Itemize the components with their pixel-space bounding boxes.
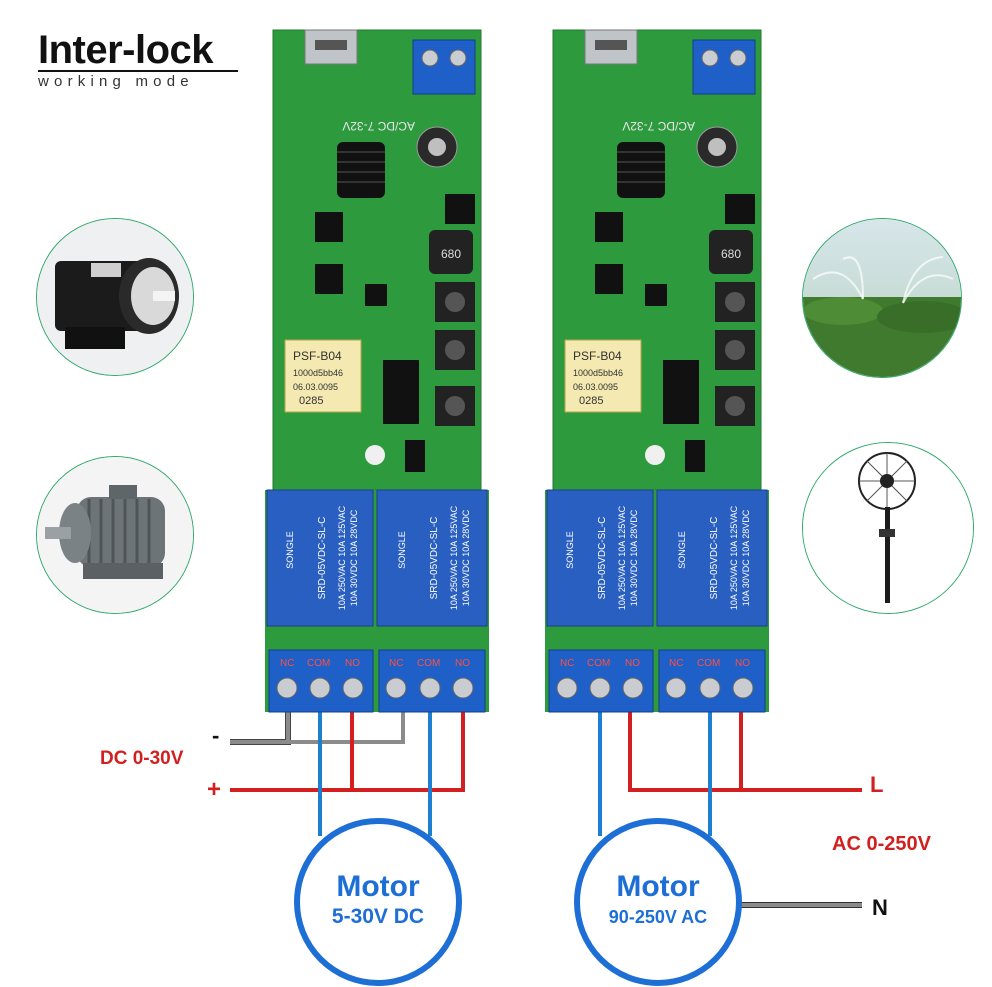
svg-text:NC: NC xyxy=(389,658,403,669)
ac-line-label: L xyxy=(870,772,884,797)
ac-line-wire xyxy=(628,712,862,792)
ac-supply-label: AC 0-250V xyxy=(832,833,931,855)
svg-text:10A 250VAC 10A 125VAC: 10A 250VAC 10A 125VAC xyxy=(617,505,627,610)
inductor-label: 680 xyxy=(721,247,741,261)
module-line-1: PSF-B04 xyxy=(573,349,622,363)
svg-text:10A 250VAC 10A 125VAC: 10A 250VAC 10A 125VAC xyxy=(449,505,459,610)
relay-left-2: SRD-05VDC-SL-C 10A 250VAC 10A 125VAC 10A… xyxy=(376,489,488,627)
wifi-module xyxy=(284,339,362,413)
ac-motor-circle: Motor 90-250V AC xyxy=(574,818,742,986)
dc-plus-label: + xyxy=(207,776,222,803)
dc-wiring xyxy=(230,712,465,836)
svg-text:NC: NC xyxy=(280,658,294,669)
svg-text:SRD-05VDC-SL-C: SRD-05VDC-SL-C xyxy=(429,517,440,600)
output-terminal-right-1: NC COM NO xyxy=(548,649,654,713)
svg-text:NO: NO xyxy=(735,658,750,669)
svg-text:10A 30VDC 10A 28VDC: 10A 30VDC 10A 28VDC xyxy=(741,509,751,606)
board-voltage-label: AC/DC 7-32V xyxy=(342,119,415,133)
svg-text:10A 30VDC 10A 28VDC: 10A 30VDC 10A 28VDC xyxy=(349,509,359,606)
page-title: Inter-lock xyxy=(38,28,214,72)
svg-text:10A 30VDC 10A 28VDC: 10A 30VDC 10A 28VDC xyxy=(461,509,471,606)
svg-text:NC: NC xyxy=(669,658,683,669)
relay-board-right: 680 PSF-B04 1000d5bb46 06.03.0095 0285 S… xyxy=(545,29,769,713)
svg-text:10A 30VDC 10A 28VDC: 10A 30VDC 10A 28VDC xyxy=(629,509,639,606)
module-line-3: 06.03.0095 xyxy=(573,382,618,392)
output-terminal-right-2: NC COM NO xyxy=(658,649,766,713)
svg-text:SONGLE: SONGLE xyxy=(677,531,687,569)
svg-text:SONGLE: SONGLE xyxy=(285,531,295,569)
power-terminal xyxy=(692,39,756,95)
rf-coil xyxy=(617,142,665,198)
dc-plus-wire xyxy=(230,712,465,792)
rf-coil xyxy=(337,142,385,198)
relay-right-1: SRD-05VDC-SL-C 10A 250VAC 10A 125VAC 10A… xyxy=(546,489,654,627)
output-terminal-left-2: NC COM NO xyxy=(378,649,486,713)
module-line-3: 06.03.0095 xyxy=(293,382,338,392)
fan-photo xyxy=(802,442,974,614)
wifi-module xyxy=(564,339,642,413)
module-line-4: 0285 xyxy=(299,395,323,407)
module-line-2: 1000d5bb46 xyxy=(293,368,343,378)
power-terminal xyxy=(412,39,476,95)
svg-text:SRD-05VDC-SL-C: SRD-05VDC-SL-C xyxy=(597,517,608,600)
push-buttons xyxy=(435,282,475,426)
dc-minus-wire-2 xyxy=(288,712,405,744)
sprinkler-photo xyxy=(802,218,962,378)
ac-motor-photo xyxy=(36,456,194,614)
svg-text:COM: COM xyxy=(417,658,440,669)
svg-text:NO: NO xyxy=(455,658,470,669)
svg-text:SONGLE: SONGLE xyxy=(565,531,575,569)
ac-motor-title: Motor xyxy=(616,870,700,903)
title-underline xyxy=(38,70,238,72)
svg-text:NO: NO xyxy=(625,658,640,669)
output-terminal-left-1: NC COM NO xyxy=(268,649,374,713)
svg-text:10A 250VAC 10A 125VAC: 10A 250VAC 10A 125VAC xyxy=(337,505,347,610)
ac-wiring xyxy=(598,712,862,908)
relay-right-2: SRD-05VDC-SL-C 10A 250VAC 10A 125VAC 10A… xyxy=(656,489,768,627)
svg-text:SONGLE: SONGLE xyxy=(397,531,407,569)
dc-supply-label: DC 0-30V xyxy=(100,748,184,769)
inductor-label: 680 xyxy=(441,247,461,261)
module-line-2: 1000d5bb46 xyxy=(573,368,623,378)
svg-text:SRD-05VDC-SL-C: SRD-05VDC-SL-C xyxy=(317,517,328,600)
svg-text:COM: COM xyxy=(697,658,720,669)
relay-left-1: SRD-05VDC-SL-C 10A 250VAC 10A 125VAC 10A… xyxy=(266,489,374,627)
svg-text:COM: COM xyxy=(307,658,330,669)
relay-board-left: 680 PSF-B04 1000d5bb46 06.03.0095 0285 S… xyxy=(265,29,489,713)
module-line-1: PSF-B04 xyxy=(293,349,342,363)
dc-motor-title: Motor xyxy=(336,870,420,903)
dc-minus-wire-core xyxy=(230,712,290,744)
push-buttons xyxy=(715,282,755,426)
module-line-4: 0285 xyxy=(579,395,603,407)
svg-text:NC: NC xyxy=(560,658,574,669)
ac-neutral-label: N xyxy=(872,895,888,920)
dc-motor-icon xyxy=(37,219,193,375)
dc-motor-circle: Motor 5-30V DC xyxy=(294,818,462,986)
sprinkler-icon xyxy=(803,219,961,377)
page-subtitle: working mode xyxy=(38,73,194,90)
dc-minus-label: - xyxy=(212,723,220,748)
dc-motor-rating: 5-30V DC xyxy=(331,905,425,928)
svg-text:10A 250VAC 10A 125VAC: 10A 250VAC 10A 125VAC xyxy=(729,505,739,610)
dc-motor-photo xyxy=(36,218,194,376)
board-voltage-label: AC/DC 7-32V xyxy=(622,119,695,133)
induction-motor-icon xyxy=(37,457,193,613)
svg-text:SRD-05VDC-SL-C: SRD-05VDC-SL-C xyxy=(709,517,720,600)
dc-minus-wire xyxy=(230,712,291,745)
svg-text:COM: COM xyxy=(587,658,610,669)
standing-fan-icon xyxy=(803,443,973,613)
svg-text:NO: NO xyxy=(345,658,360,669)
ac-motor-rating: 90-250V AC xyxy=(608,907,708,927)
